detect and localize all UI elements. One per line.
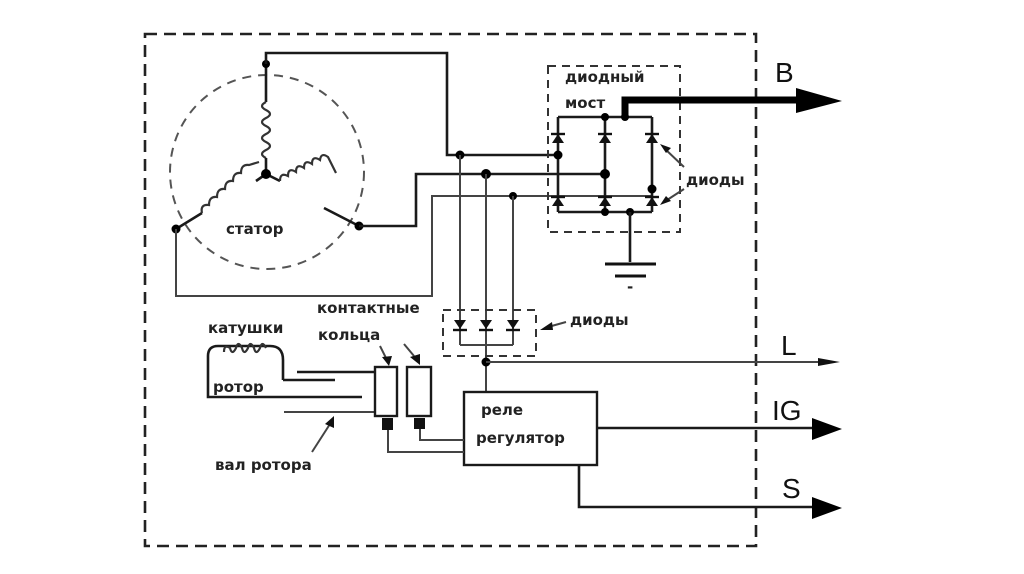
stator: статор (169, 60, 365, 270)
stator-coil-top (260, 101, 272, 159)
regulator-label-line1: реле (481, 401, 523, 419)
bridge-node-phase-a (553, 150, 563, 160)
stator-lead-right (323, 206, 360, 228)
stator-node-center (261, 169, 271, 179)
phase-wire-b (359, 172, 605, 228)
output-b-arrowhead (796, 88, 842, 113)
diode-trio (442, 155, 537, 392)
rotor-coil-loop (206, 344, 362, 399)
stator-lead-left (175, 211, 203, 231)
diode-trio-enclosure (442, 309, 537, 357)
bridge-diode-upper-3 (645, 132, 659, 143)
bridge-diodes-label: диоды (686, 171, 745, 189)
rotor-shaft-label: вал ротора (215, 456, 312, 474)
ground-minus-label: - (627, 278, 633, 296)
output-s-label: S (782, 473, 801, 504)
trio-diodes-arrowhead (540, 322, 553, 330)
alternator-enclosure (143, 32, 758, 548)
output-l-arrowhead (818, 358, 840, 366)
diode-bridge-label-line1: диодный (565, 68, 644, 86)
output-b-label: B (775, 57, 794, 88)
rotor-coils-label: катушки (208, 319, 283, 337)
bridge-diode-lower-1 (551, 195, 565, 206)
output-b-line (621, 96, 800, 117)
bridge-diodes-arrowhead-lower (660, 196, 671, 205)
slip-ring-1 (373, 365, 399, 418)
bridge-node-bottom-mid (601, 208, 609, 216)
slip-ring-arrowhead-2 (410, 354, 420, 365)
bridge-node-phase-c (647, 184, 657, 194)
slip-ring-pointer-1 (379, 345, 387, 359)
output-s-line (577, 465, 814, 509)
diode-bridge-label-line2: мост (565, 94, 605, 112)
rotor-coil-winding (222, 342, 267, 354)
rotor-label: ротор (213, 378, 264, 396)
stator-coil-right (278, 153, 337, 182)
bridge-diode-lower-2 (598, 195, 612, 206)
brush-1 (382, 418, 393, 430)
slip-ring-arrowhead-1 (382, 356, 392, 366)
trio-diodes-label: диоды (570, 311, 629, 329)
brush-2 (414, 418, 425, 429)
bridge-diode-upper-1 (551, 132, 565, 143)
rotor-shaft-pointer (311, 423, 331, 453)
brush-2-wire (419, 429, 464, 441)
bridge-diode-upper-2 (598, 132, 612, 143)
trio-diode-2 (479, 320, 493, 332)
voltage-regulator-box (462, 390, 599, 467)
slip-ring-2 (405, 365, 433, 418)
phase-wire-c (175, 195, 652, 297)
bridge-node-top-mid (601, 113, 609, 121)
rotor: катушки ротор вал ротора (206, 319, 380, 474)
stator-label: статор (226, 220, 284, 238)
brush-1-wire (387, 430, 464, 453)
regulator-label-line2: регулятор (476, 429, 565, 447)
rotor-shaft-arrowhead (325, 416, 334, 428)
trio-diode-3 (506, 320, 520, 332)
output-ig-label: IG (772, 395, 802, 426)
slip-rings: контактные кольца (317, 299, 464, 453)
slip-rings-label-line2: кольца (318, 326, 380, 344)
output-l-label: L (781, 330, 797, 361)
output-ig-arrowhead (812, 418, 842, 440)
diode-bridge-enclosure (547, 65, 681, 233)
stator-coil-left (200, 160, 260, 214)
phase-wire-a (264, 51, 558, 157)
bridge-diodes-arrowhead-upper (660, 144, 671, 153)
trio-diode-1 (453, 320, 467, 332)
bridge-node-phase-b (600, 169, 610, 179)
bridge-diode-lower-3 (645, 195, 659, 206)
diode-bridge: диодный мост (547, 65, 681, 233)
ground-symbol: - (605, 212, 656, 296)
slip-rings-label-line1: контактные (317, 299, 420, 317)
slip-ring-pointer-2 (403, 343, 415, 357)
output-s-arrowhead (812, 497, 842, 519)
